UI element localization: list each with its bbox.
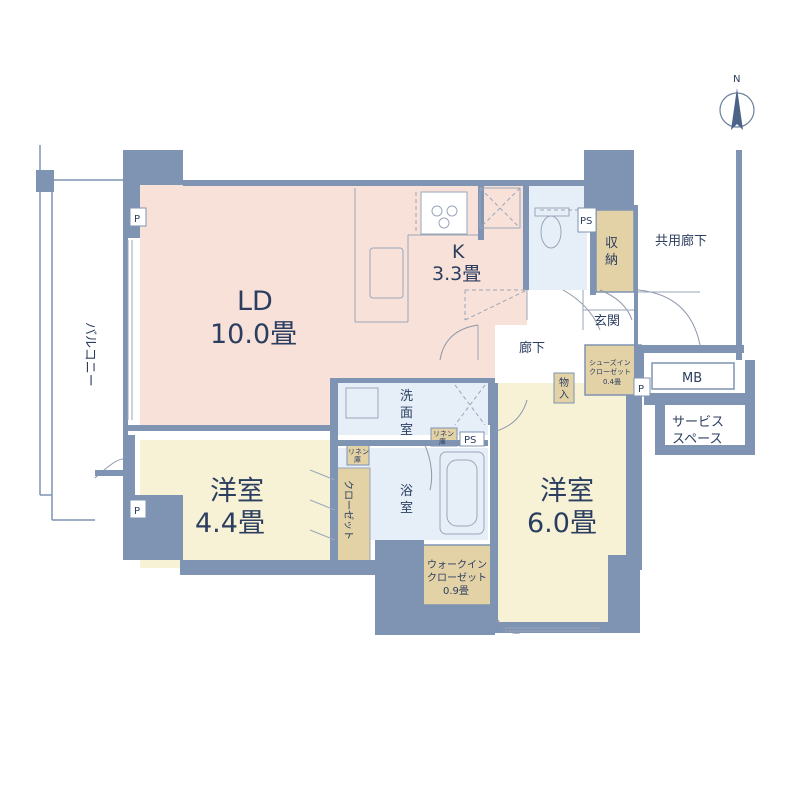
western-room-2-size: 6.0畳 [527, 508, 597, 539]
corridor-label: 廊下 [519, 340, 545, 356]
kitchen-fixtures [354, 187, 528, 323]
common-corridor-label: 共用廊下 [655, 233, 707, 249]
linen-2-label-2: 庫 [439, 437, 446, 446]
balcony-area [36, 145, 126, 521]
balcony-post [36, 170, 54, 192]
walk-in-closet-label-3: 0.9畳 [443, 585, 469, 597]
washroom-label-3: 室 [400, 422, 413, 438]
sink [369, 247, 404, 299]
washbasin [345, 387, 379, 419]
ld-size: 10.0畳 [210, 319, 297, 350]
p-marker-3: P [638, 384, 644, 395]
western-room-1-size: 4.4畳 [195, 508, 265, 539]
washroom-label-2: 面 [400, 406, 413, 421]
shoes-in-closet-label-1: シューズイン [589, 358, 631, 367]
entrance-label: 玄関 [594, 314, 620, 329]
shuno-label-2: 納 [605, 253, 618, 268]
markers: P P P PS PS [129, 207, 651, 519]
bathtub [439, 451, 485, 535]
monoire-label-2: 入 [559, 390, 569, 401]
mb-label: MB [682, 371, 702, 386]
toilet-bowl [540, 215, 562, 249]
refrigerator-space [479, 187, 521, 229]
walk-in-closet-label-2: クローゼット [427, 572, 487, 584]
walk-in-closet-label-1: ウォークイン [427, 559, 487, 571]
ps-marker-1: PS [580, 216, 592, 227]
windows [127, 240, 600, 632]
doors [309, 289, 701, 634]
shuno-label-1: 収 [605, 236, 618, 251]
north-arrow-icon [731, 88, 743, 130]
closet [334, 467, 371, 569]
western-room-2-name: 洋室 [540, 476, 594, 507]
monoire-label-1: 物 [559, 376, 569, 389]
north-label: N [733, 74, 740, 85]
linen-1-label-1: リネン [348, 448, 369, 456]
ps-marker-2: PS [464, 435, 476, 446]
p-marker-2: P [134, 506, 140, 517]
mb-box [651, 362, 735, 390]
stove [420, 191, 468, 235]
linen-1-label-2: 庫 [354, 455, 361, 464]
shoes-in-closet-label-2: クローゼット [589, 367, 631, 376]
kitchen-name: K [452, 241, 465, 263]
service-space-label-2: スペース [672, 432, 722, 447]
balcony-label: バルコニー [82, 322, 97, 387]
washroom-label-1: 洗 [400, 389, 413, 404]
toilet-fixtures [534, 207, 590, 249]
linen-2-label-1: リネン [433, 430, 454, 438]
p-marker-1: P [134, 214, 140, 225]
shoes-in-closet-label-3: 0.4畳 [603, 378, 621, 386]
western-room-1-name: 洋室 [210, 476, 264, 507]
ld-name: LD [237, 286, 273, 317]
kitchen-size: 3.3畳 [432, 263, 481, 285]
monoire-storage [553, 372, 575, 404]
storage-shuno [595, 209, 635, 293]
toilet [527, 185, 587, 290]
shoes-in-closet [584, 344, 642, 396]
walk-in-closet [421, 544, 493, 606]
washroom [338, 380, 488, 435]
bathroom-label-2: 室 [400, 500, 413, 516]
service-space-label-1: サービス [672, 415, 724, 430]
bath-fixtures [345, 384, 486, 535]
bathroom-label-1: 浴 [400, 484, 413, 499]
compass: N [719, 74, 755, 130]
closet-label: クローゼット [342, 480, 354, 540]
